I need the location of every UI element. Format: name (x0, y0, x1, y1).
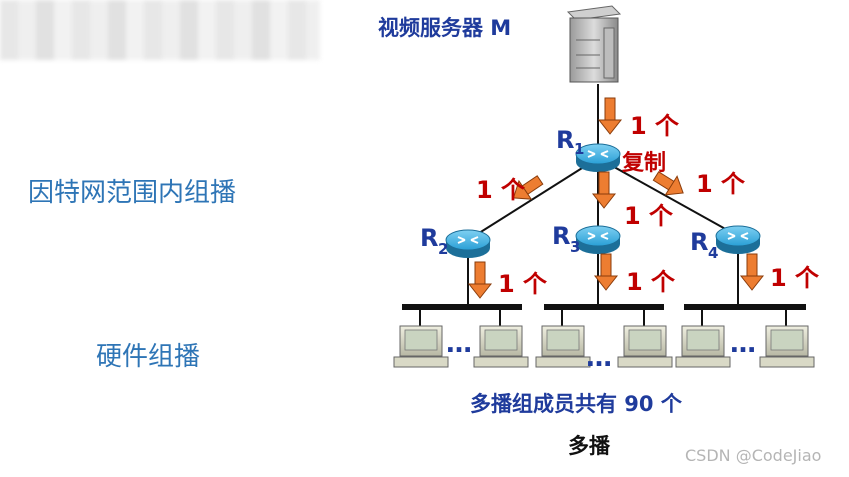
router-r3-letter: R (552, 222, 570, 250)
count-r1-r2: 1 个 (476, 176, 526, 204)
arrow-server-r1-icon (598, 97, 622, 135)
lan-buses (402, 304, 806, 326)
count-server-r1: 1 个 (630, 112, 680, 140)
server-label: 视频服务器 M (378, 16, 512, 40)
ellipsis-2: … (586, 343, 612, 373)
count-r1-r4: 1 个 (696, 170, 746, 198)
count-r1-r3: 1 个 (624, 202, 674, 230)
computer-icon (675, 325, 731, 368)
router-r1-sub: 1 (574, 140, 584, 158)
computer-icon (393, 325, 449, 368)
arrow-r1-r4-icon (652, 171, 684, 196)
arrow-r1-r2-icon (512, 175, 544, 200)
count-r4-lan: 1 个 (770, 264, 820, 292)
ellipsis-3: … (730, 329, 756, 359)
arrow-r1-r3-icon (592, 171, 616, 209)
router-r4-icon (715, 225, 761, 255)
arrow-r4-lan-icon (740, 253, 764, 291)
diagram-caption: 多播 (568, 434, 610, 458)
router-r2-letter: R (420, 224, 438, 252)
router-r3-icon (575, 225, 621, 255)
router-r3-sub: 3 (570, 238, 580, 256)
count-r3-lan: 1 个 (626, 268, 676, 296)
computer-icon (473, 325, 529, 368)
router-r2-icon (445, 229, 491, 259)
copy-label: 复制 (621, 150, 666, 176)
server-icon (566, 5, 622, 83)
hardware-multicast-label: 硬件组播 (96, 342, 201, 372)
computer-icon (535, 325, 591, 368)
computer-icon (759, 325, 815, 368)
arrow-r2-lan-icon (468, 261, 492, 299)
internet-multicast-label: 因特网范围内组播 (28, 178, 237, 208)
watermark: CSDN @CodeJiao (685, 446, 822, 465)
members-caption: 多播组成员共有 90 个 (470, 392, 682, 416)
computer-icon (617, 325, 673, 368)
network-links (467, 84, 739, 306)
count-r2-lan: 1 个 (498, 270, 548, 298)
blurred-header (0, 0, 320, 60)
router-r1-letter: R (556, 126, 574, 154)
arrows (468, 97, 764, 299)
router-r4-sub: 4 (708, 244, 718, 262)
router-r4-letter: R (690, 228, 708, 256)
ellipsis-1: … (446, 329, 472, 359)
router-r2-sub: 2 (438, 240, 448, 258)
